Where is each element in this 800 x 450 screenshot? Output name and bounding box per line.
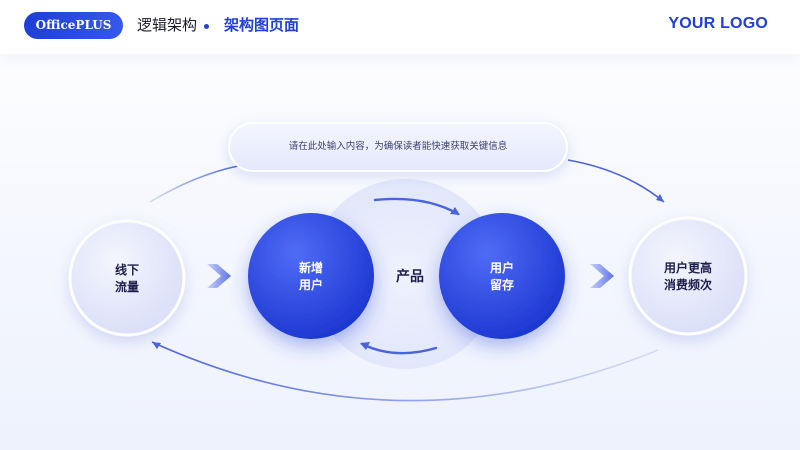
breadcrumb-separator-dot [204,24,209,29]
chevron-right-icon [590,264,614,288]
center-halo-circle [310,179,500,369]
page-title: 架构图页面 [224,16,300,34]
center-product-label: 产品 [396,269,424,285]
node-user-retention [439,213,565,339]
bottom-arrowhead [152,342,161,349]
node-label-line: 留存 [489,278,514,292]
node-label-line: 用户 [489,261,514,275]
chevron-right-icon [207,264,231,288]
node-label-line: 用户 [298,278,323,292]
node-offline-traffic-label: 线下 流量 [97,262,157,296]
logo: YOUR LOGO [668,15,768,32]
inner-bottom-arrowhead [360,342,370,350]
header-bar: OfficePLUS 逻辑架构 架构图页面 YOUR LOGO [0,0,800,54]
node-user-retention-label: 用户 留存 [472,260,532,294]
node-label-line: 线下 [114,263,139,277]
node-higher-frequency [628,216,748,336]
node-label-line: 新增 [298,261,323,275]
node-higher-frequency-label: 用户更高 消费频次 [643,260,733,294]
inner-bottom-arrow [360,342,438,355]
node-new-users [248,213,374,339]
top-right-arrowhead [656,194,664,202]
bottom-arc-arrow [151,341,659,402]
node-label-line: 流量 [114,280,139,294]
node-new-users-label: 新增 用户 [281,260,341,294]
info-pill: 请在此处输入内容，为确保读者能快速获取关键信息 [228,122,568,172]
inner-top-arrowhead [450,207,460,215]
node-offline-traffic [68,219,186,337]
brand-badge: OfficePLUS [24,12,123,39]
top-left-arc-line [149,165,239,203]
inner-top-arrow [373,197,460,216]
breadcrumb-section: 逻辑架构 [137,16,198,34]
node-label-line: 用户更高 [663,261,712,275]
top-right-arc-arrow [567,159,665,203]
node-label-line: 消费频次 [663,278,712,292]
